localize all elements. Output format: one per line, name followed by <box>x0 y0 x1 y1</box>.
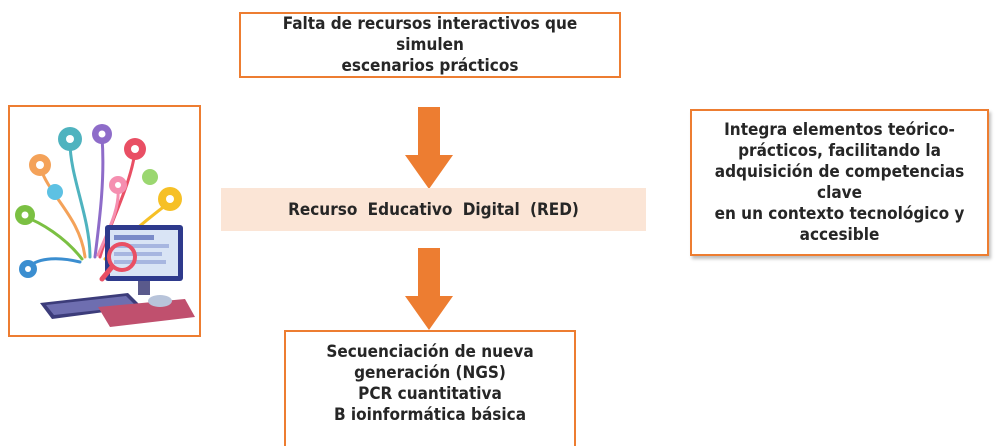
down-arrow-icon <box>405 248 453 330</box>
illustration-frame <box>8 105 201 337</box>
benefit-text: Integra elementos teórico- prácticos, fa… <box>702 120 977 246</box>
benefit-line: accesible <box>799 224 880 245</box>
benefit-line: en un contexto tecnológico y <box>714 203 965 224</box>
digital-learning-tree-icon <box>15 124 195 327</box>
resource-label: Recurso Educativo Digital (RED) <box>288 199 579 220</box>
topic-line: Secuenciación de nueva <box>326 342 534 362</box>
topics-box: Secuenciación de nueva generación (NGS) … <box>284 330 576 446</box>
benefit-line: Integra elementos teórico- <box>724 119 955 140</box>
problem-line: Falta de recursos interactivos que simul… <box>282 13 578 55</box>
problem-line: escenarios prácticos <box>341 55 519 76</box>
benefit-box: Integra elementos teórico- prácticos, fa… <box>690 109 989 256</box>
problem-box: Falta de recursos interactivos que simul… <box>239 12 621 78</box>
topics-text: Secuenciación de nueva generación (NGS) … <box>326 342 533 426</box>
benefit-line: prácticos, facilitando la <box>738 140 941 161</box>
benefit-line: adquisición de competencias clave <box>714 161 965 203</box>
problem-text: Falta de recursos interactivos que simul… <box>255 14 605 77</box>
topic-line: B ioinformática básica <box>333 405 527 425</box>
topic-line: PCR cuantitativa <box>358 384 502 404</box>
topic-line: generación (NGS) <box>354 363 506 383</box>
resource-band: Recurso Educativo Digital (RED) <box>221 188 646 231</box>
down-arrow-icon <box>405 107 453 189</box>
